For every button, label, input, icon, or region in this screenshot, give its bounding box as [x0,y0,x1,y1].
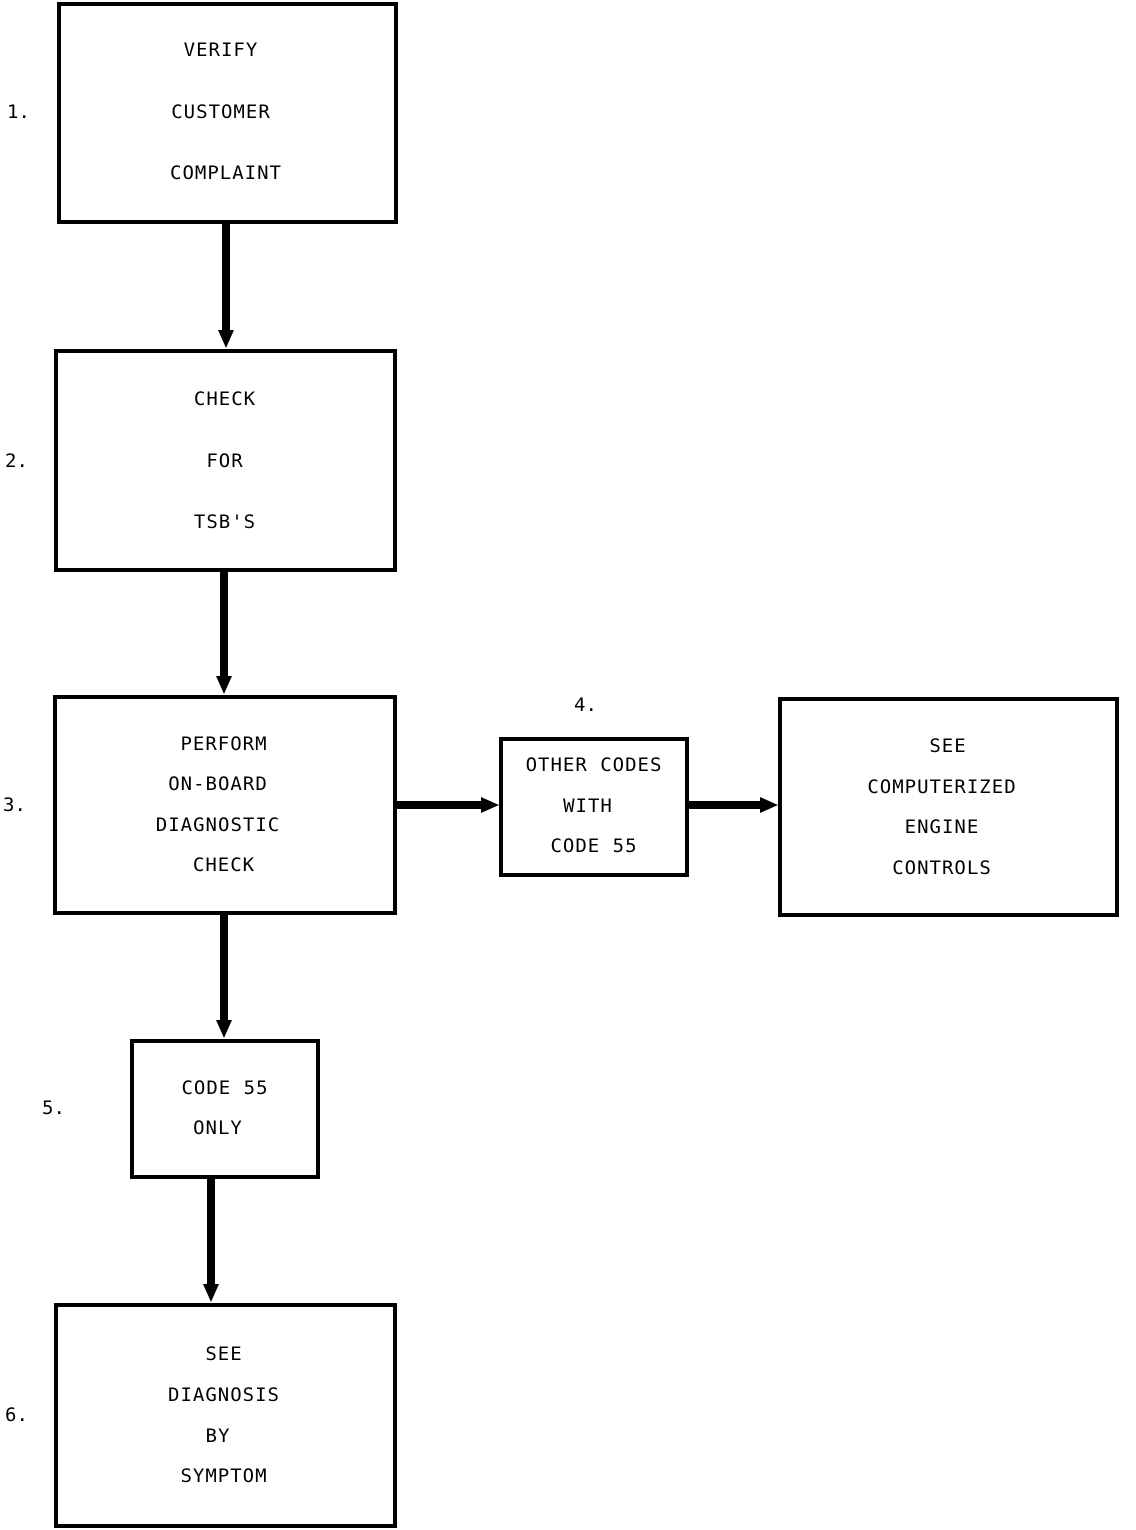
step-4-line-2: WITH [563,795,613,817]
step-5-line-2: ONLY [193,1117,243,1139]
step-1-line-2: CUSTOMER [171,101,271,123]
step-3-line-3: DIAGNOSTIC [155,814,281,836]
step-6-line-3: BY [205,1425,231,1447]
step-2-number: 2. [5,450,28,472]
arrowhead-5-to-6 [203,1284,219,1302]
step-2-line-3: TSB'S [193,511,257,533]
engine-controls-line-4: CONTROLS [892,857,992,879]
step-3-line-2: ON-BOARD [168,773,268,795]
step-3-number: 3. [3,794,26,816]
step-2-line-2: FOR [206,450,244,472]
step-3-box [53,695,397,915]
step-5-line-1: CODE 55 [181,1077,269,1099]
step-3-line-4: CHECK [192,854,256,876]
engine-controls-line-3: ENGINE [904,816,980,838]
engine-controls-line-1: SEE [929,735,967,757]
step-1-number: 1. [7,101,30,123]
arrowhead-3-to-4 [481,797,499,813]
step-2-box [54,349,397,572]
step-4-number: 4. [574,694,597,716]
engine-controls-box [778,697,1119,917]
step-1-box [57,2,398,224]
engine-controls-line-2: COMPUTERIZED [867,776,1017,798]
step-5-number: 5. [42,1097,65,1119]
step-6-box [54,1303,397,1528]
step-1-line-1: VERIFY [183,39,259,61]
step-6-number: 6. [5,1404,28,1426]
arrowhead-1-to-2 [218,330,234,348]
step-4-line-1: OTHER CODES [525,754,663,776]
step-6-line-4: SYMPTOM [180,1465,268,1487]
step-1-line-3: COMPLAINT [170,162,282,184]
step-3-line-1: PERFORM [180,733,268,755]
step-5-box [130,1039,320,1179]
arrowhead-3-to-5 [216,1020,232,1038]
step-6-line-1: SEE [205,1343,243,1365]
arrowhead-4-to-engine-controls [760,797,778,813]
step-4-box [499,737,689,877]
arrowhead-2-to-3 [216,676,232,694]
step-2-line-1: CHECK [193,388,257,410]
step-4-line-3: CODE 55 [550,835,638,857]
step-6-line-2: DIAGNOSIS [168,1384,280,1406]
